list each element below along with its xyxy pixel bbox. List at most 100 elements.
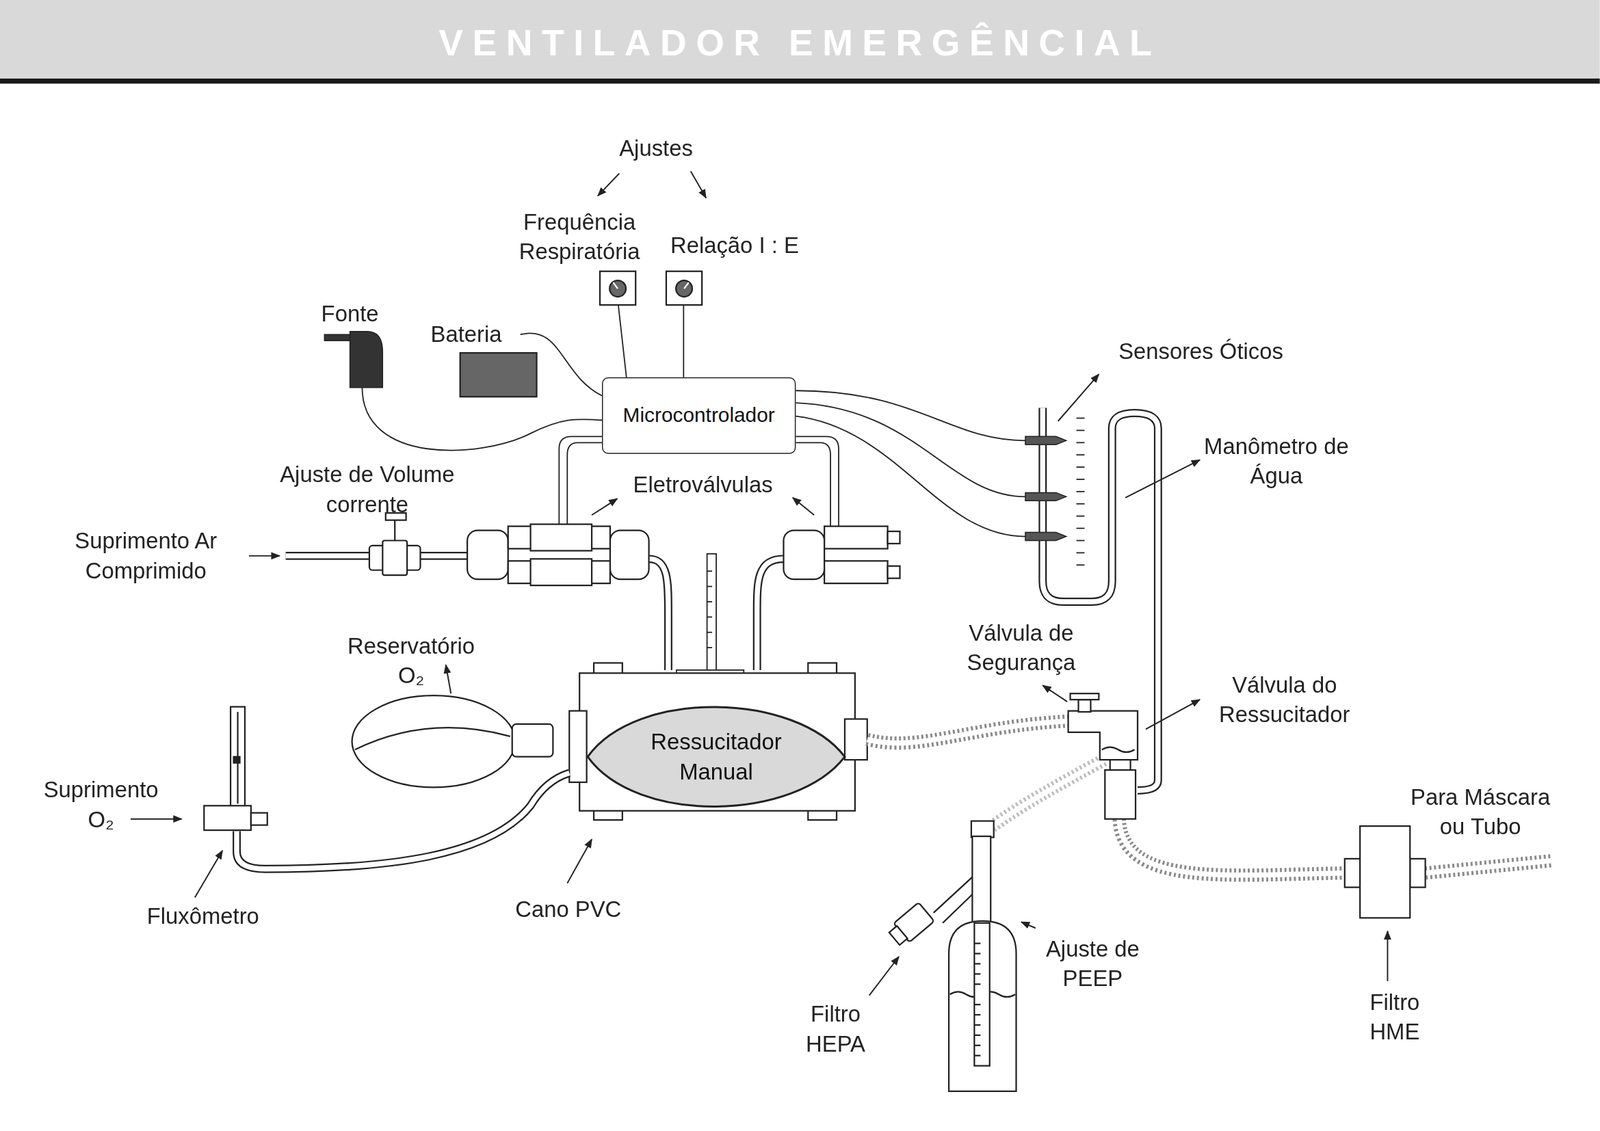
flowmeter xyxy=(203,707,267,831)
leader-arrow xyxy=(130,818,182,821)
scale-ticks xyxy=(1076,491,1085,493)
title: VENTILADOR EMERGÊNCIAL xyxy=(0,14,1600,72)
corrugated-tube xyxy=(1425,861,1551,874)
pressure-scale xyxy=(707,632,713,634)
part-label: Manômetro de Água xyxy=(1199,431,1354,492)
pressure-scale xyxy=(707,647,713,649)
node-text: Ressucitador Manual xyxy=(634,727,799,787)
part-label: Frequência Respiratória xyxy=(497,207,662,267)
peep-bottle xyxy=(974,1004,981,1006)
o2-hose xyxy=(236,773,570,870)
o2-reservoir xyxy=(512,724,554,758)
peep-bottle xyxy=(974,1045,981,1047)
power-plug xyxy=(350,331,384,388)
wire xyxy=(361,305,1025,537)
pvc-housing xyxy=(569,662,868,821)
scale-ticks xyxy=(1076,503,1085,505)
part-label: Relação I : E xyxy=(670,230,799,260)
peep-bottle xyxy=(972,836,991,924)
solenoid-valve xyxy=(887,566,901,579)
peep-bottle xyxy=(974,952,981,955)
leader-arrow xyxy=(869,956,899,996)
leader-arrow xyxy=(1058,374,1100,422)
knob xyxy=(609,280,626,297)
power-plug xyxy=(324,334,350,341)
title-bar xyxy=(0,78,1600,84)
scale-ticks xyxy=(1076,417,1085,420)
o2-reservoir xyxy=(352,695,554,788)
scale-ticks xyxy=(1076,430,1085,432)
resuscitator-valve xyxy=(1102,747,1135,753)
peep-bottle xyxy=(974,1014,981,1016)
scale-ticks xyxy=(1076,528,1085,530)
leader-arrow xyxy=(248,555,280,557)
corrugated-tube xyxy=(989,759,1105,829)
battery xyxy=(460,352,537,397)
peep-bottle xyxy=(974,983,981,986)
pressure-scale xyxy=(707,601,713,603)
pvc-housing xyxy=(579,673,856,811)
knob xyxy=(684,282,689,289)
solenoid-valve xyxy=(467,530,509,581)
volume-valve xyxy=(394,520,396,542)
power-plug xyxy=(324,331,383,388)
resuscitator-valve xyxy=(1070,693,1100,700)
corrugated-tube xyxy=(1119,819,1345,876)
optical-sensor xyxy=(1025,436,1067,541)
peep-bottle xyxy=(974,943,981,945)
corrugated-tube xyxy=(1425,861,1551,874)
peep-bottle xyxy=(974,973,981,975)
part-label: Suprimento Ar Comprimido xyxy=(49,526,243,587)
bag-outline xyxy=(587,707,845,807)
part-label: Filtro HME xyxy=(1353,987,1436,1048)
solenoid-valve xyxy=(887,531,901,544)
scale-ticks xyxy=(1076,478,1085,481)
part-label: Reservatório O₂ xyxy=(334,631,488,691)
manometer-tube xyxy=(1042,408,1159,791)
knob xyxy=(666,271,702,306)
part-label: Ajustes xyxy=(619,133,693,163)
hme-filter xyxy=(1344,859,1360,888)
leader-arrow xyxy=(591,498,618,516)
wire xyxy=(795,390,1026,441)
optical-sensor xyxy=(1025,492,1067,501)
part-label: Válvula do Ressucitador xyxy=(1202,670,1367,730)
valve-tube xyxy=(649,558,669,671)
scale-ticks xyxy=(1076,552,1085,554)
leader-arrow xyxy=(690,171,706,199)
peep-bottle xyxy=(933,877,973,924)
solenoid-valve xyxy=(824,526,888,550)
manometer-tube xyxy=(1042,408,1159,791)
flowmeter xyxy=(230,707,245,810)
leader-arrow xyxy=(130,171,1388,996)
part-label: Ajuste de PEEP xyxy=(1031,934,1154,994)
controller-box: Microcontrolador xyxy=(601,376,796,454)
peep-bottle xyxy=(974,1024,981,1027)
manometer-tube xyxy=(1042,408,1159,791)
o2-reservoir xyxy=(355,727,511,750)
part-label: Filtro HEPA xyxy=(794,1000,877,1060)
peep-bottle xyxy=(974,1034,981,1037)
peep-bottle xyxy=(886,821,1017,1092)
scale-ticks xyxy=(1076,454,1085,456)
scale-ticks xyxy=(1076,441,1085,444)
peep-bottle xyxy=(974,963,981,965)
part-label: Fluxômetro xyxy=(147,901,260,931)
hme-filter xyxy=(1344,826,1426,918)
peep-bottle xyxy=(974,923,990,1067)
bag-outline xyxy=(583,697,849,818)
node-text: Microcontrolador xyxy=(623,401,776,429)
leader-arrow xyxy=(792,497,815,516)
solenoid-valve xyxy=(530,524,592,552)
o2-hose xyxy=(236,773,570,870)
title-bar xyxy=(0,0,1600,84)
leader-arrow xyxy=(446,664,451,694)
pressure-scale xyxy=(707,586,713,588)
corrugated-tube xyxy=(989,759,1105,829)
corrugated-tube xyxy=(867,720,1069,743)
pressure-scale xyxy=(707,554,717,672)
optical-sensor xyxy=(1025,532,1067,542)
leader-arrow xyxy=(1145,699,1200,730)
volume-valve xyxy=(369,513,421,576)
